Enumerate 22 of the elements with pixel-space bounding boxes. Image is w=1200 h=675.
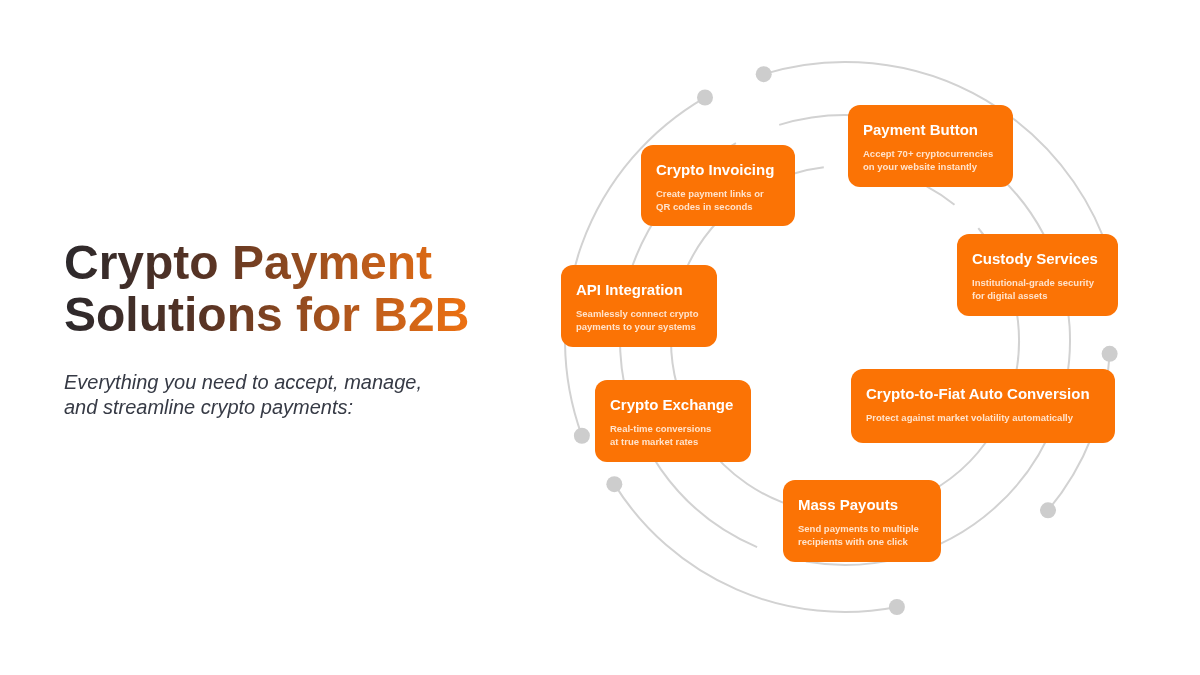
subtitle: Everything you need to accept, manage, and streamline crypto payments:	[64, 370, 423, 420]
feature-card	[641, 145, 795, 226]
card-description: Accept 70+ cryptocurrencies on your website instantly	[863, 147, 995, 173]
card-heading: Crypto Invoicing	[656, 161, 775, 179]
card-description: Institutional-grade security for digital assets	[972, 276, 1095, 302]
card-heading: Crypto-to-Fiat Auto Conversion	[866, 385, 1090, 403]
feature-card	[848, 105, 1013, 187]
card-heading: Payment Button	[863, 121, 978, 139]
feature-card	[595, 380, 751, 462]
card-description: Seamlessly connect crypto payments to your systems	[576, 307, 700, 333]
card-description: Real-time conversions at true market rates	[610, 422, 713, 448]
feature-card	[851, 369, 1115, 443]
feature-card	[783, 480, 941, 562]
feature-card	[561, 265, 717, 347]
card-heading: Crypto Exchange	[610, 396, 734, 414]
card-description: Send payments to multiple recipients with one click	[798, 522, 920, 548]
card-heading: Mass Payouts	[798, 496, 899, 514]
card-description: Protect against market volatility automatically	[866, 411, 1073, 424]
card-heading: Custody Services	[972, 250, 1098, 268]
card-heading: API Integration	[576, 281, 683, 299]
card-description: Create payment links or QR codes in seconds	[656, 187, 765, 213]
feature-card	[957, 234, 1118, 316]
